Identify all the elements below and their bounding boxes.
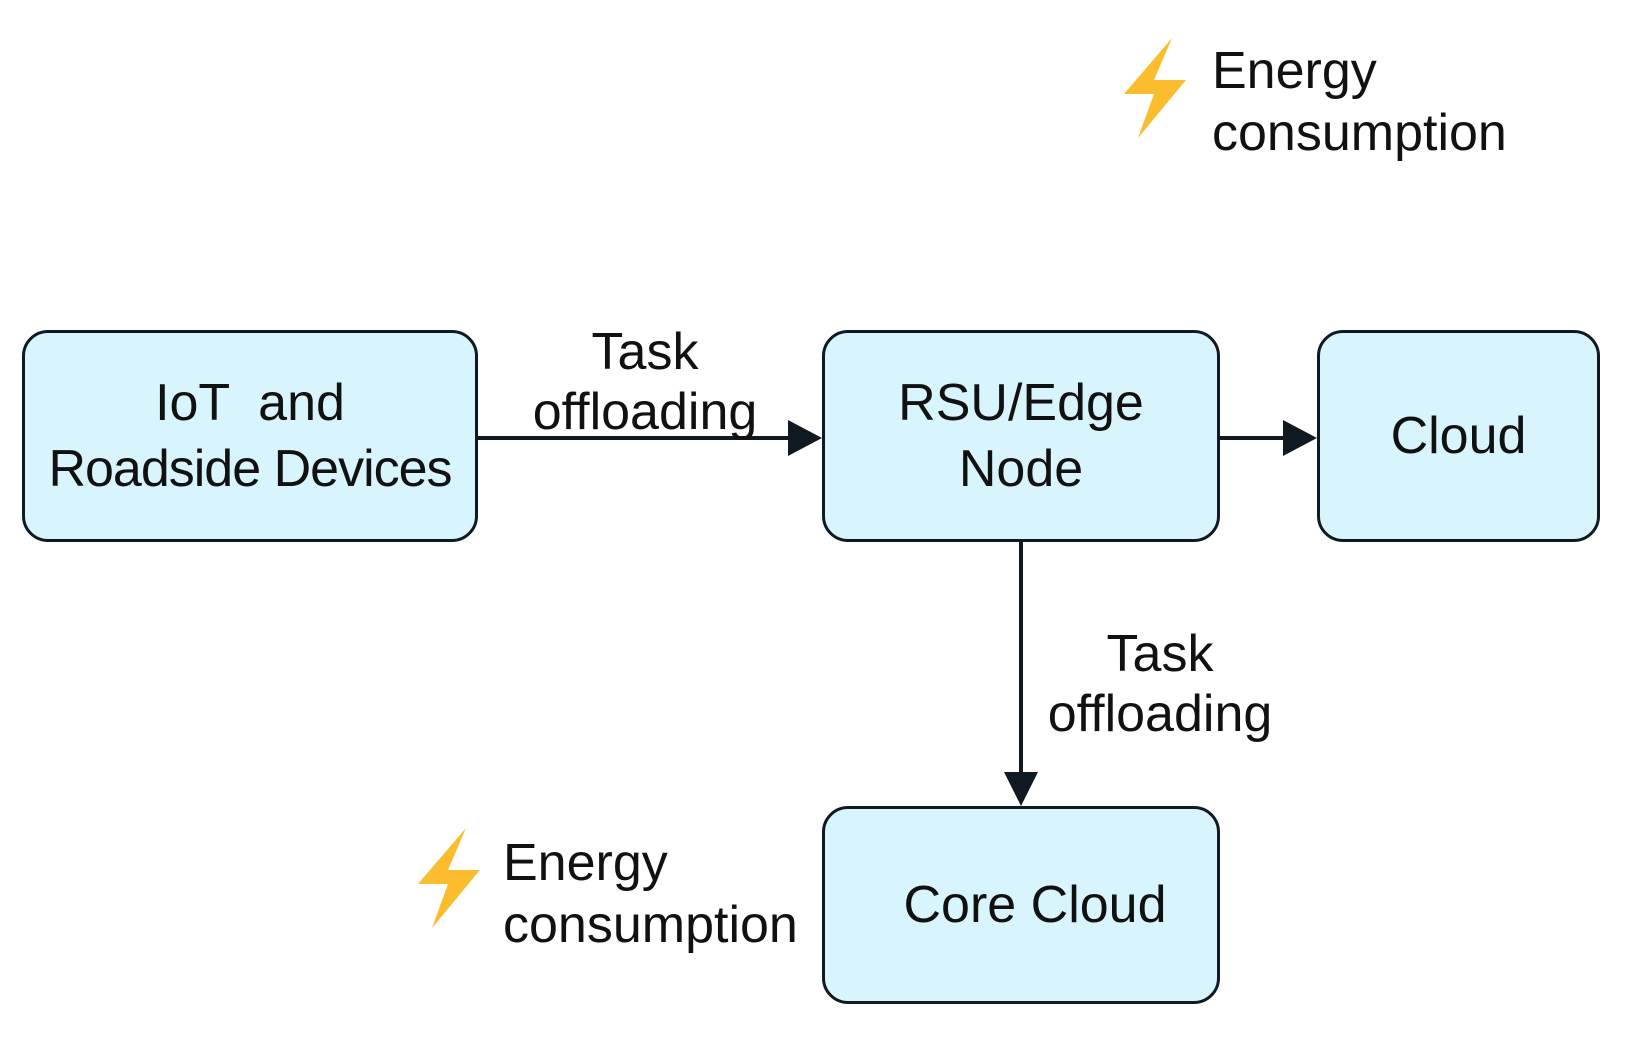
node-iot-roadside-devices[interactable]: IoT and Roadside Devices xyxy=(22,330,478,542)
node-cloud[interactable]: Cloud xyxy=(1317,330,1600,542)
energy-annotation-bottom-line2: consumption xyxy=(503,896,798,954)
edge-label-rsu-core-line1: Task xyxy=(1106,625,1214,683)
edge-label-rsu-to-core: Task offloading xyxy=(1030,624,1290,744)
energy-annotation-bottom-line1: Energy xyxy=(503,834,668,892)
energy-annotation-top: Energy consumption xyxy=(1212,40,1507,164)
node-iot-label-line2: Roadside Devices xyxy=(48,440,452,498)
lightning-bolt-icon xyxy=(1124,38,1186,138)
node-core-cloud[interactable]: Core Cloud xyxy=(822,806,1220,1004)
edge-label-iot-to-rsu: Task offloading xyxy=(505,322,785,442)
arrowhead-rsu-to-core xyxy=(1004,772,1038,806)
lightning-bolt-icon xyxy=(418,828,480,928)
node-rsu-label-line1: RSU/Edge xyxy=(898,374,1144,432)
edge-label-iot-rsu-line2: offloading xyxy=(532,383,758,441)
node-rsu-edge[interactable]: RSU/Edge Node xyxy=(822,330,1220,542)
node-cloud-label: Cloud xyxy=(1390,407,1527,465)
node-rsu-label-line2: Node xyxy=(958,440,1084,498)
energy-annotation-bottom: Energy consumption xyxy=(503,832,798,956)
edge-label-iot-rsu-line1: Task xyxy=(591,323,699,381)
edge-label-rsu-core-line2: offloading xyxy=(1047,685,1273,743)
arrowhead-iot-to-rsu xyxy=(788,420,822,456)
node-core-cloud-label: Core Cloud xyxy=(903,876,1167,934)
energy-annotation-top-line2: consumption xyxy=(1212,104,1507,162)
node-iot-label-line1: IoT and xyxy=(155,374,345,432)
energy-annotation-top-line1: Energy xyxy=(1212,42,1377,100)
arrowhead-rsu-to-cloud xyxy=(1283,420,1317,456)
